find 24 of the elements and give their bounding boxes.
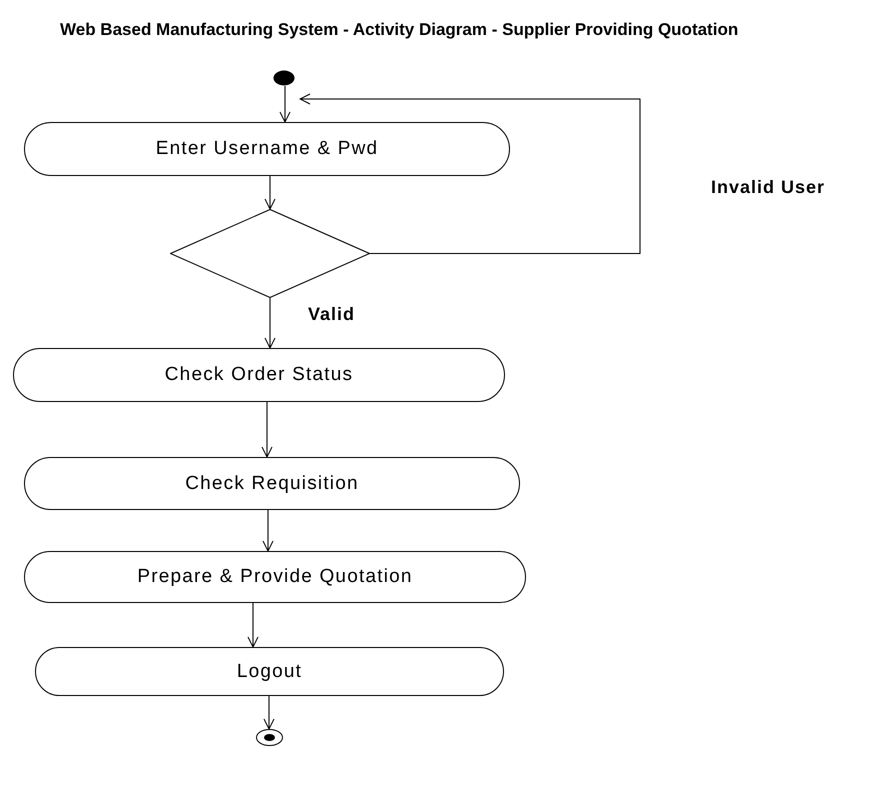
action-label: Check Order Status [164, 364, 354, 386]
action-label: Prepare & Provide Quotation [137, 566, 413, 588]
action-node [35, 647, 504, 696]
action-label: Check Requisition [185, 472, 359, 494]
edge-label: Invalid User [711, 177, 826, 198]
edge-label: Valid [308, 304, 356, 325]
arrow [280, 86, 290, 122]
arrow [262, 510, 274, 552]
action-node [24, 122, 510, 176]
arrow [264, 176, 276, 210]
arrow [264, 696, 274, 730]
action-label: Enter Username & Pwd [156, 138, 378, 160]
action-node [24, 551, 526, 603]
arrow [262, 402, 272, 458]
arrow [248, 602, 258, 648]
action-label: Logout [236, 660, 302, 682]
initial-node [273, 70, 295, 86]
diagram-title: Web Based Manufacturing System - Activity Diagram - Supplier Providing Quotation [60, 20, 738, 40]
final-node [256, 729, 283, 746]
arrow [264, 298, 276, 348]
decision-diamond [170, 209, 370, 298]
arrow [300, 94, 640, 254]
action-node [24, 457, 520, 510]
action-node [13, 348, 505, 402]
